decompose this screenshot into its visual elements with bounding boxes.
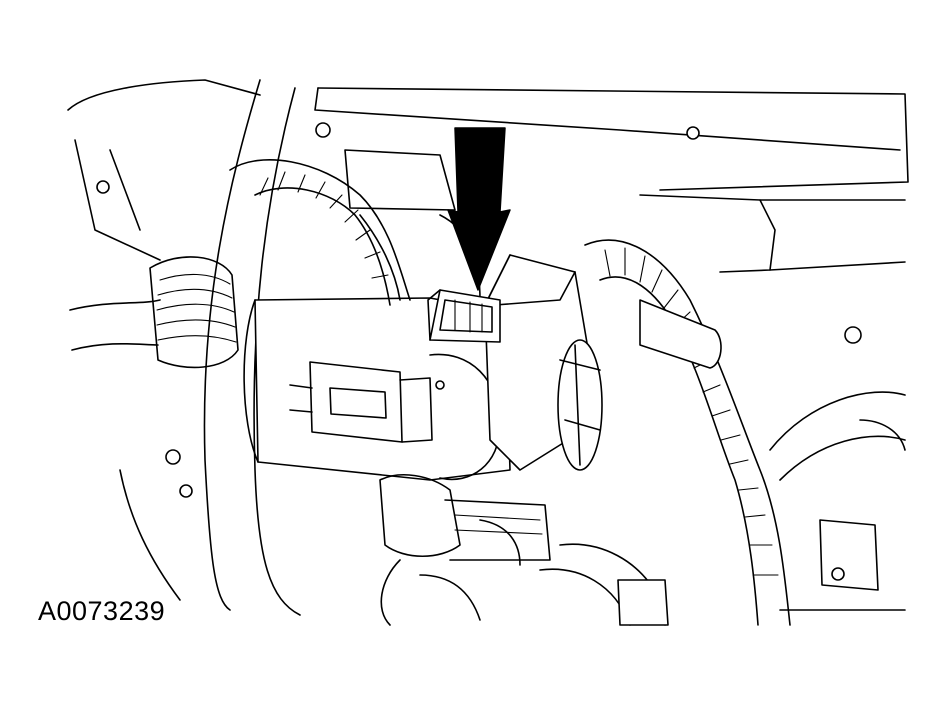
- figure-id-label: A0073239: [38, 596, 166, 626]
- lower-components: [379, 474, 879, 626]
- target-connector: [427, 289, 501, 343]
- floor-lines: [119, 469, 906, 611]
- upper-wiring-harness: [229, 149, 481, 306]
- side-connector: [289, 361, 445, 443]
- right-wiring-harness: [584, 239, 906, 626]
- left-housing: [67, 79, 301, 616]
- down-arrow-icon: [447, 127, 511, 291]
- left-harness-wrap: [69, 256, 239, 369]
- ignition-switch-assembly: [484, 254, 603, 471]
- right-lever: [639, 299, 722, 369]
- upper-bracket-panel: [314, 87, 909, 344]
